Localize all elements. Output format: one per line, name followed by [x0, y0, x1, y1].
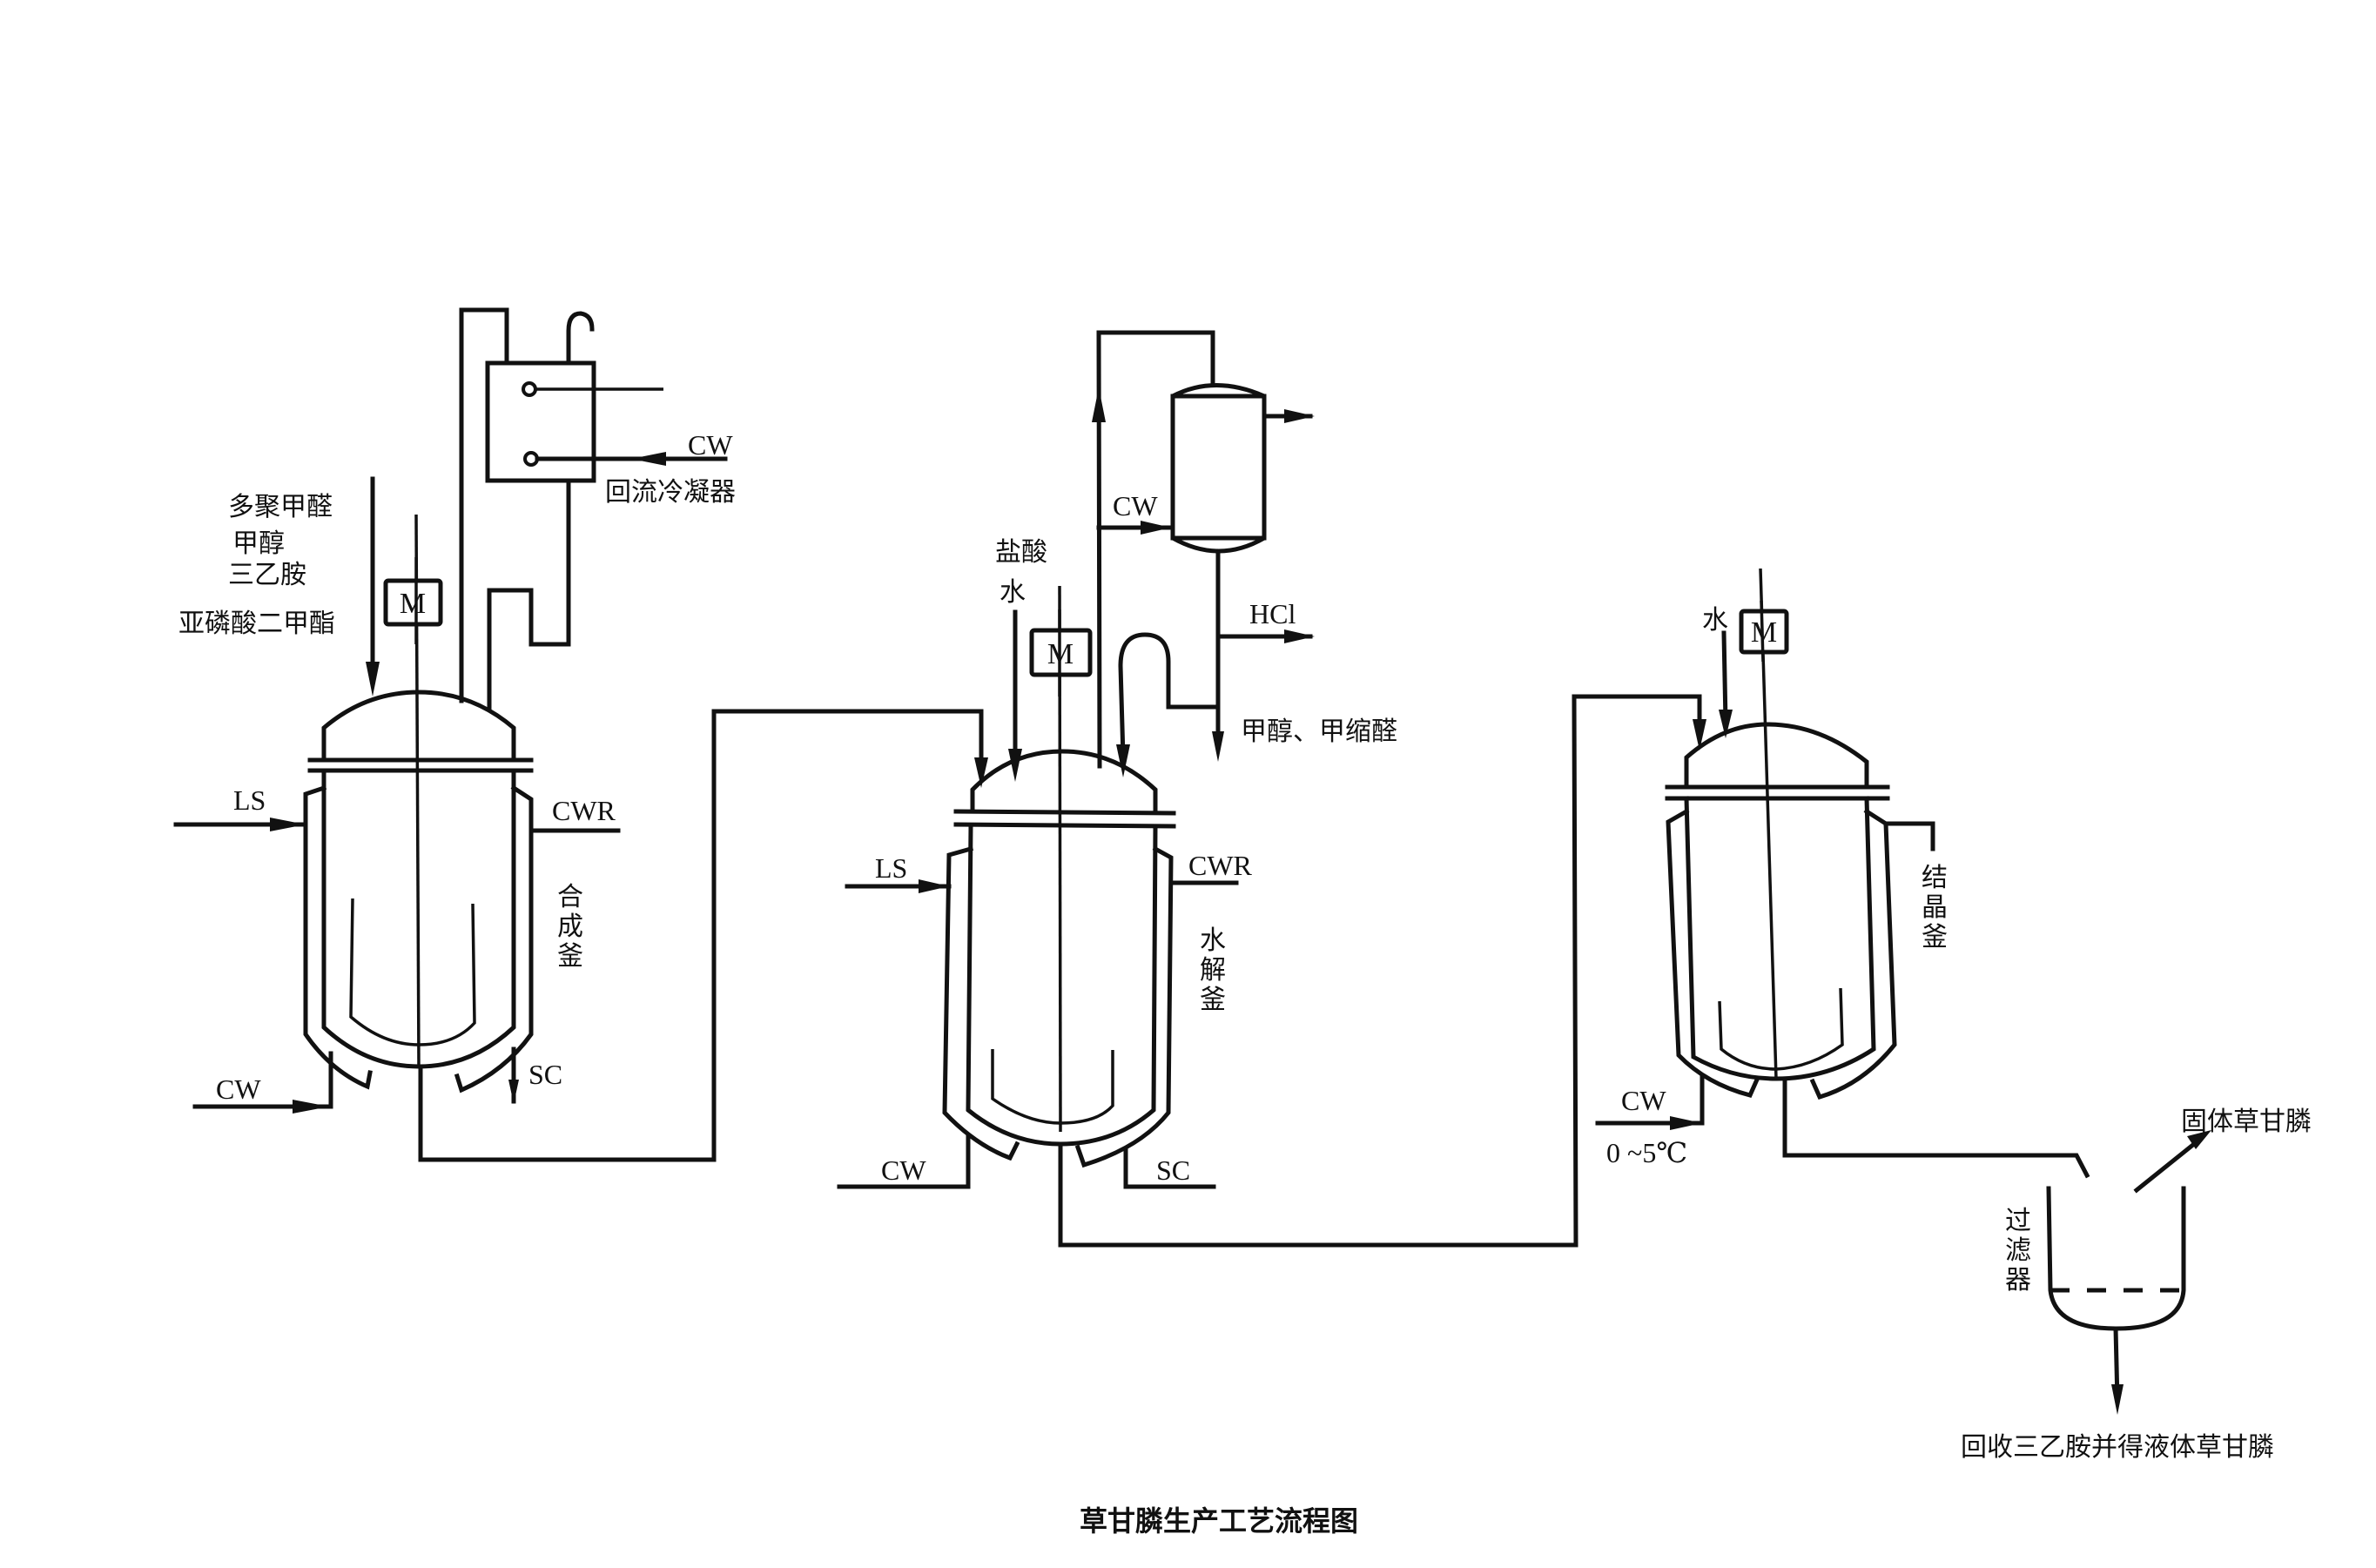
arrow-down-icon — [1008, 749, 1022, 782]
reactor2-vapor-line — [1096, 330, 1215, 769]
cw-label: CW — [216, 1073, 261, 1105]
arrow-right-icon — [1141, 521, 1171, 535]
arrow-right-icon — [293, 1100, 329, 1114]
arrow-right-icon — [270, 818, 306, 831]
reactor2-head — [970, 749, 1158, 814]
transfer-line-1 — [418, 709, 984, 1162]
sc-label: SC — [528, 1059, 562, 1090]
filter-name-char: 过 — [2005, 1206, 2031, 1236]
crystallizer: M 水 结 晶 釜 CW 0 ~5℃ — [1595, 568, 1948, 1168]
arrow-up-icon — [1092, 387, 1106, 422]
solid-product-label: 固体草甘膦 — [2181, 1107, 2312, 1137]
hydrolysis-reactor: M 盐酸 水 CW HCl 甲醇、甲缩醛 LS CWR CW — [837, 330, 1397, 1189]
sc-label: SC — [1156, 1154, 1190, 1186]
reactor2-jacket — [942, 845, 1020, 1161]
feed-label: 甲醇 — [232, 528, 285, 559]
synthesis-reactor: M 多聚甲醛 甲醇 三乙胺 亚磷酸二甲酯 CW 回流冷凝器 LS CWR CW — [173, 307, 736, 1114]
crystallizer-anchor-impeller — [1718, 987, 1844, 1071]
reactor-name-char: 釜 — [557, 941, 583, 972]
filter-name-char: 器 — [2005, 1265, 2031, 1295]
reactor-name-char: 釜 — [1200, 985, 1226, 1015]
reactor1-anchor-impeller — [349, 898, 476, 1046]
reactor-name-char: 结 — [1922, 863, 1948, 893]
arrow-down-icon — [2111, 1384, 2124, 1415]
transfer-line-3 — [1782, 1076, 2090, 1179]
reactor-name-char: 晶 — [1922, 892, 1948, 923]
reactor-name-char: 釜 — [1922, 922, 1948, 952]
reactor1-motor — [383, 578, 443, 627]
reactor1-motor-label: M — [400, 588, 426, 620]
condenser-vent-hook — [566, 311, 595, 366]
separator-cw-label: CW — [1113, 490, 1158, 522]
reactor2-motor-label: M — [1047, 638, 1074, 670]
arrow-up-right-icon — [2187, 1130, 2211, 1149]
reactor1-head — [321, 690, 516, 763]
arrow-down-icon — [1116, 744, 1130, 777]
condenser-cw-out-port — [522, 381, 537, 397]
hcl-label: HCl — [1249, 598, 1296, 629]
crystallizer-head — [1684, 722, 1869, 790]
feed-label: 亚磷酸二甲酯 — [178, 609, 335, 639]
filter: 固体草甘膦 回收三乙胺并得液体草甘膦 过 滤 器 — [1961, 1107, 2312, 1463]
arrow-right-icon — [919, 879, 949, 893]
liquid-product-label: 回收三乙胺并得液体草甘膦 — [1961, 1432, 2274, 1463]
feed-label: 多聚甲醛 — [228, 492, 333, 522]
feed-label: 水 — [1000, 577, 1026, 608]
arrow-right-icon — [1284, 409, 1315, 423]
arrow-down-icon — [1719, 710, 1733, 738]
reactor-name-char: 成 — [557, 912, 583, 942]
filter-name-char: 滤 — [2005, 1235, 2031, 1266]
reactor-name-char: 合 — [557, 882, 583, 912]
reactor-name-char: 解 — [1200, 955, 1226, 986]
diagram-title: 草甘膦生产工艺流程图 — [1080, 1504, 1358, 1538]
crystallizer-jacket — [1666, 808, 1760, 1098]
arrow-down-icon — [1212, 731, 1224, 762]
reactor1-vapor-line — [459, 307, 509, 703]
condenser-label: 回流冷凝器 — [605, 477, 736, 508]
reactor2-anchor-impeller — [991, 1049, 1114, 1125]
transfer-line-2 — [1058, 694, 1702, 1248]
cwr-label: CWR — [552, 795, 616, 826]
reflux-condenser — [485, 360, 596, 483]
cwr-label: CWR — [1188, 850, 1253, 881]
feed-label: 水 — [1702, 605, 1728, 636]
condenser-return-line — [487, 478, 571, 712]
distillate-label: 甲醇、甲缩醛 — [1241, 717, 1397, 747]
arrow-down-icon — [1693, 719, 1706, 750]
condenser-cw-label: CW — [688, 429, 733, 461]
feed-label: 盐酸 — [995, 537, 1047, 568]
arrow-right-icon — [1284, 629, 1315, 643]
crystallizer-vessel — [1684, 796, 1876, 1081]
cw-label: CW — [1621, 1085, 1666, 1116]
feed-label: 三乙胺 — [228, 560, 306, 590]
cw-temp-label: 0 ~5℃ — [1606, 1137, 1687, 1168]
ls-label: LS — [233, 784, 266, 816]
separator-vessel — [1170, 383, 1267, 554]
arrow-down-icon — [974, 757, 988, 788]
filter-vessel — [2046, 1186, 2186, 1331]
ls-label: LS — [875, 852, 907, 884]
arrow-right-icon — [1670, 1116, 1702, 1130]
reactor-name-char: 水 — [1200, 925, 1226, 956]
arrow-down-icon — [508, 1080, 519, 1104]
cw-label: CW — [881, 1154, 926, 1186]
reflux-u-tube — [1118, 632, 1221, 760]
crystallizer-motor-label: M — [1751, 616, 1777, 649]
arrow-left-icon — [631, 452, 666, 466]
arrow-down-icon — [366, 662, 380, 697]
